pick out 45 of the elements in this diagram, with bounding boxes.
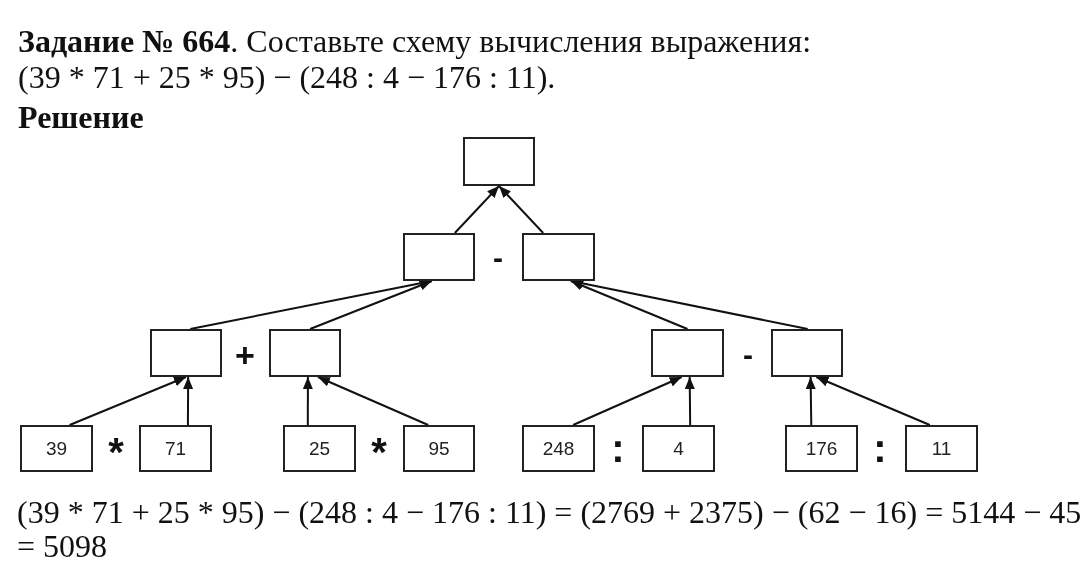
number-label: 4 <box>673 439 684 458</box>
empty-box <box>150 329 222 377</box>
number-box <box>522 425 595 472</box>
number-box <box>283 425 356 472</box>
number-label: 248 <box>542 439 575 458</box>
operator-sign: + <box>235 338 255 372</box>
arrow <box>309 280 433 330</box>
number-box <box>905 425 978 472</box>
arrow <box>805 376 816 426</box>
number-label: 71 <box>164 439 187 458</box>
empty-box <box>269 329 341 377</box>
arrow <box>183 376 194 426</box>
section-heading: Решение <box>18 101 144 133</box>
arrow <box>498 185 545 234</box>
empty-box <box>771 329 843 377</box>
number-box <box>403 425 475 472</box>
operator-sign: : <box>611 428 625 468</box>
task-title: Задание № 664. Составьте схему вычисления выражения: (39 * 71 + 25 * 95) − (248 : 4 − 176 : 11). <box>18 23 813 95</box>
number-label: 11 <box>931 439 952 458</box>
operator-sign: - <box>493 243 503 273</box>
number-label: 95 <box>428 439 450 458</box>
arrow <box>572 376 683 426</box>
empty-box <box>522 233 595 281</box>
operator-sign: - <box>743 340 753 370</box>
arrow <box>684 376 695 426</box>
number-box <box>785 425 858 472</box>
solution-text: (39 * 71 + 25 * 95) − (248 : 4 − 176 : 11) = (2769 + 2375) − (62 − 16) = 5144 − 45 = 5098 <box>17 495 1083 563</box>
number-label: 39 <box>45 439 68 458</box>
arrow <box>316 376 430 426</box>
arrow <box>302 376 313 426</box>
number-label: 176 <box>805 439 838 458</box>
number-box <box>20 425 93 472</box>
number-box <box>642 425 715 472</box>
empty-box <box>651 329 724 377</box>
operator-sign: * <box>371 432 387 472</box>
empty-box <box>463 137 535 186</box>
empty-box <box>403 233 475 281</box>
arrow <box>569 280 689 330</box>
operator-sign: : <box>873 428 887 468</box>
arrow <box>453 185 500 234</box>
arrow <box>68 376 187 426</box>
operator-sign: * <box>108 432 124 472</box>
number-label: 25 <box>308 439 331 458</box>
arrow <box>815 376 931 426</box>
number-box <box>139 425 212 472</box>
